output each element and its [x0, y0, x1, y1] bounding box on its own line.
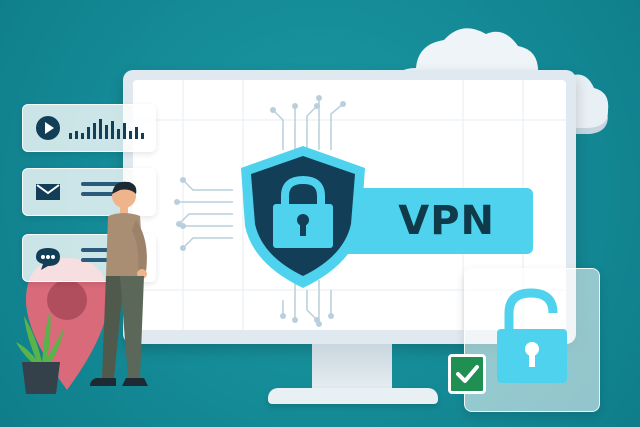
- lock-card: [464, 268, 600, 412]
- audio-card: [22, 104, 156, 152]
- monitor-stand-neck: [312, 344, 392, 390]
- chat-lines: [81, 248, 131, 268]
- monitor-stand-base: [268, 388, 438, 404]
- person-figure: [90, 181, 148, 386]
- vpn-label: VPN: [398, 198, 495, 244]
- unlocked-padlock-icon: [497, 288, 567, 383]
- sound-wave-icon: [69, 119, 144, 139]
- check-badge: [448, 354, 486, 394]
- message-lines: [81, 182, 131, 202]
- shield-icon: [241, 146, 365, 288]
- chat-bubble-icon: [36, 248, 60, 270]
- mail-icon: [36, 184, 60, 200]
- play-icon: [36, 116, 60, 140]
- checkmark-icon: [456, 365, 479, 383]
- plant-icon: [16, 310, 64, 394]
